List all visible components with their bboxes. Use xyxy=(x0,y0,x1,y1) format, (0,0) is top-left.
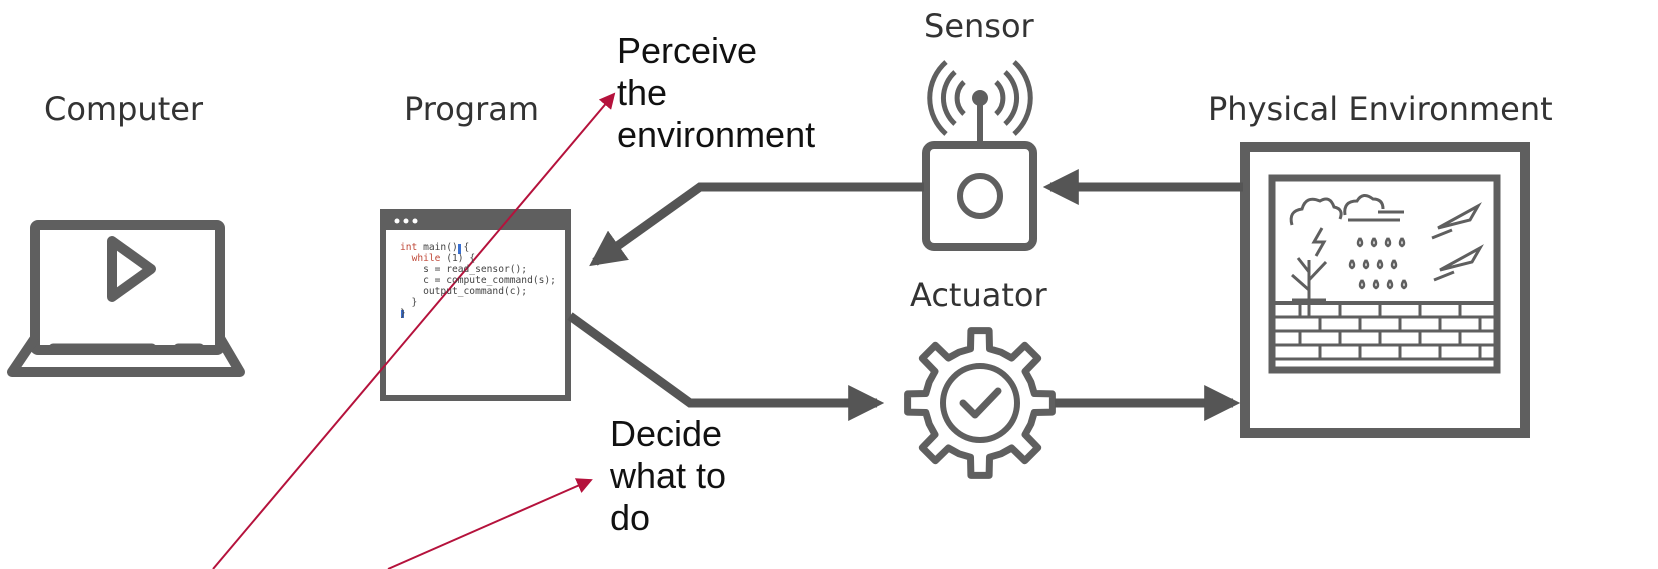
sensor-label: Sensor xyxy=(924,7,1034,45)
program-to-actuator-arrow xyxy=(567,312,885,421)
actuator-label: Actuator xyxy=(910,276,1047,314)
code-line: c = compute_command(s); xyxy=(400,275,556,286)
code-line: int main() { xyxy=(400,242,470,253)
program-label: Program xyxy=(404,90,540,128)
laptop-icon xyxy=(7,220,245,377)
code-line: output_command(c); xyxy=(400,286,528,297)
code-line: while (1) { xyxy=(411,253,476,264)
annotation-pointers xyxy=(212,92,616,569)
actuator-gear-icon xyxy=(904,327,1056,479)
sensor-to-program-arrow xyxy=(589,182,924,267)
perceive-pointer xyxy=(212,92,616,569)
physical-environment-label: Physical Environment xyxy=(1208,90,1553,128)
physical-environment-icon xyxy=(1240,142,1530,438)
program-code: int main() { while (1) { s = read_sensor… xyxy=(400,242,556,319)
decide-annotation: Decide what to do xyxy=(610,413,727,538)
sensor-icon xyxy=(922,60,1037,251)
computer-label: Computer xyxy=(44,90,204,128)
program-window-icon xyxy=(380,209,571,401)
perceive-annotation: Perceive the environment xyxy=(617,30,816,155)
decide-pointer xyxy=(387,478,593,569)
flow-arrows xyxy=(567,169,1243,421)
code-line: } xyxy=(400,308,406,319)
code-line: s = read_sensor(); xyxy=(400,264,528,275)
code-line: } xyxy=(400,297,418,308)
